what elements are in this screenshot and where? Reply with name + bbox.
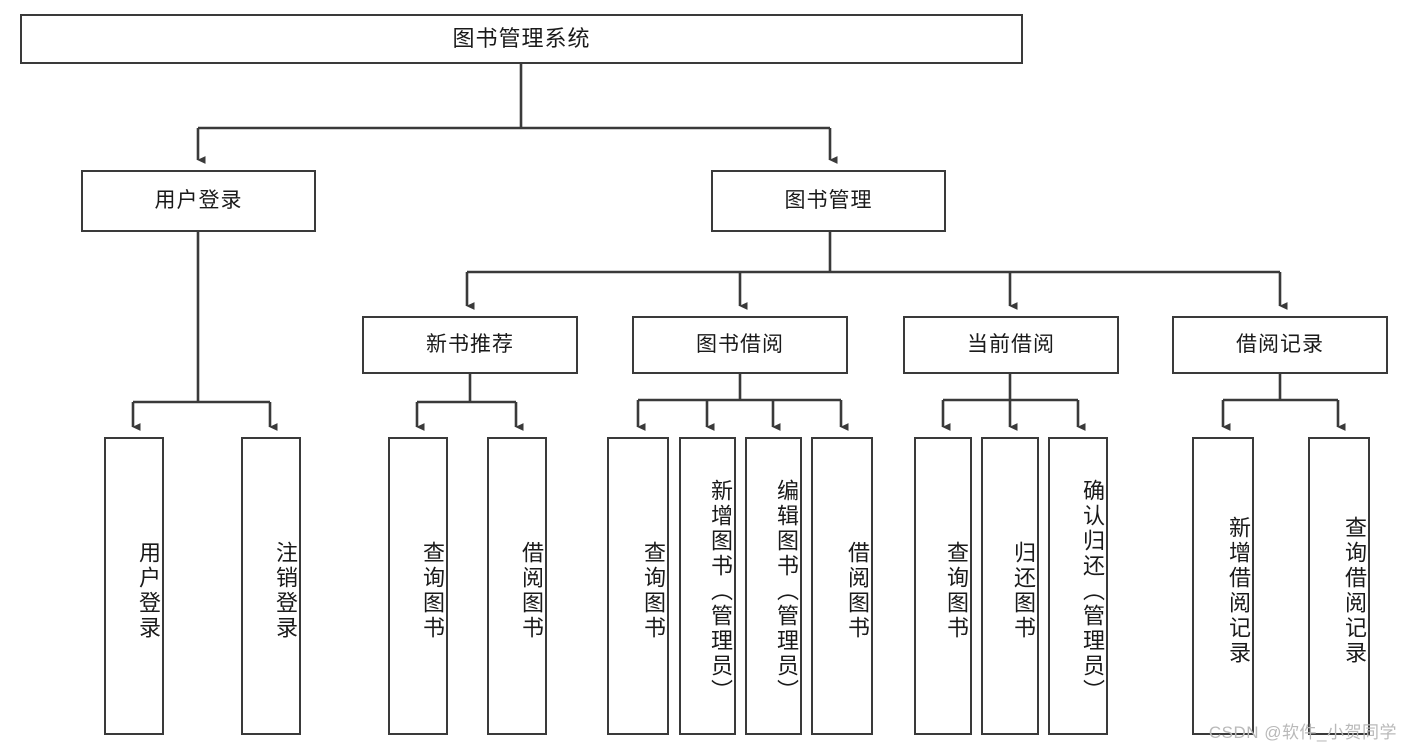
node-label: 用户登录: [154, 188, 243, 212]
leaf-label: 注销登录: [273, 541, 298, 641]
leaf-query-book-recommend[interactable]: 查询图书: [388, 437, 448, 735]
node-label: 新书推荐: [426, 332, 514, 356]
node-label: 图书管理系统: [452, 26, 591, 52]
leaf-edit-book-admin[interactable]: 编辑图书（管理员）: [745, 437, 802, 735]
leaf-label: 借阅图书: [519, 541, 544, 641]
leaf-label: 查询借阅记录: [1342, 516, 1367, 666]
leaf-label: 归还图书: [1011, 541, 1036, 641]
node-root-system[interactable]: 图书管理系统: [20, 14, 1023, 64]
node-new-book-recommend[interactable]: 新书推荐: [362, 316, 578, 374]
leaf-query-book-borrow[interactable]: 查询图书: [607, 437, 669, 735]
node-book-borrow[interactable]: 图书借阅: [632, 316, 848, 374]
node-borrow-record[interactable]: 借阅记录: [1172, 316, 1388, 374]
node-label: 图书借阅: [696, 332, 784, 356]
leaf-confirm-return-admin[interactable]: 确认归还（管理员）: [1048, 437, 1108, 735]
leaf-user-login[interactable]: 用户登录: [104, 437, 164, 735]
leaf-borrow-book-recommend[interactable]: 借阅图书: [487, 437, 547, 735]
leaf-query-book-current[interactable]: 查询图书: [914, 437, 972, 735]
leaf-return-book[interactable]: 归还图书: [981, 437, 1039, 735]
leaf-label: 查询图书: [944, 541, 969, 641]
leaf-label: 编辑图书（管理员）: [774, 478, 799, 704]
leaf-query-borrow-record[interactable]: 查询借阅记录: [1308, 437, 1370, 735]
leaf-borrow-book[interactable]: 借阅图书: [811, 437, 873, 735]
node-label: 借阅记录: [1236, 332, 1324, 356]
leaf-logout[interactable]: 注销登录: [241, 437, 301, 735]
node-book-management[interactable]: 图书管理: [711, 170, 946, 232]
leaf-label: 借阅图书: [845, 541, 870, 641]
leaf-label: 用户登录: [136, 541, 161, 641]
leaf-add-book-admin[interactable]: 新增图书（管理员）: [679, 437, 736, 735]
leaf-label: 新增图书（管理员）: [708, 478, 733, 704]
node-user-login[interactable]: 用户登录: [81, 170, 316, 232]
node-current-borrow[interactable]: 当前借阅: [903, 316, 1119, 374]
leaf-label: 新增借阅记录: [1226, 516, 1251, 666]
watermark: CSDN @软件_小贺同学: [1208, 723, 1397, 742]
leaf-label: 查询图书: [641, 541, 666, 641]
node-label: 当前借阅: [967, 332, 1055, 356]
leaf-label: 查询图书: [420, 541, 445, 641]
leaf-label: 确认归还（管理员）: [1080, 478, 1105, 704]
leaf-add-borrow-record[interactable]: 新增借阅记录: [1192, 437, 1254, 735]
node-label: 图书管理: [784, 188, 873, 212]
